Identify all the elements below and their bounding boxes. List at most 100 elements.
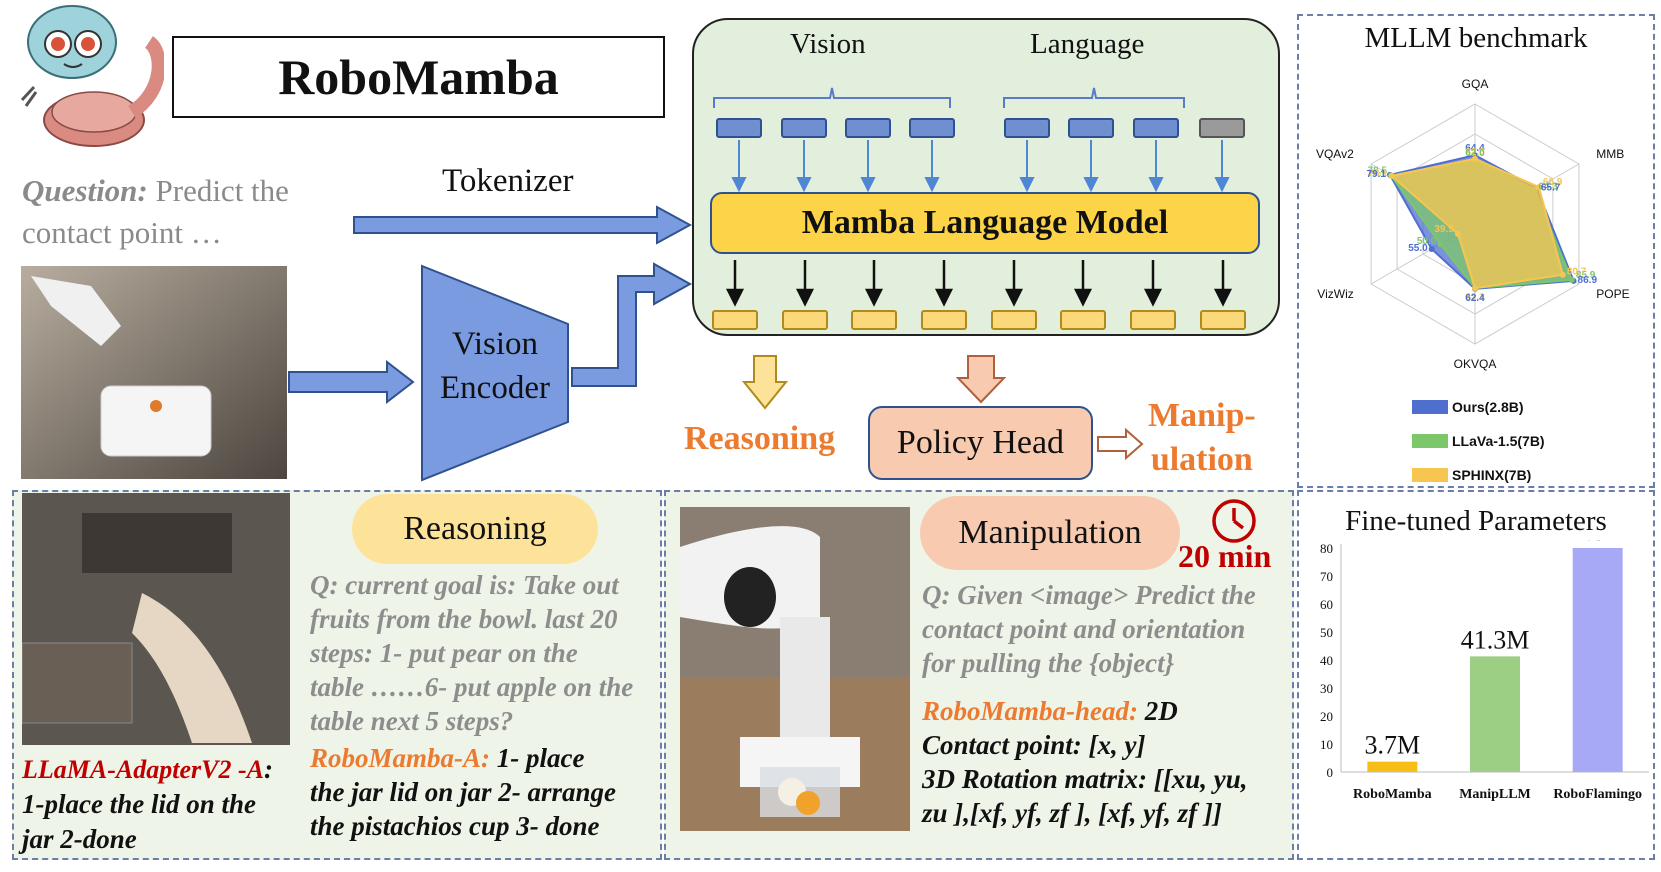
- output-token: [921, 310, 967, 330]
- bar: [1572, 548, 1623, 772]
- reasoning-q-line: fruits from the bowl. last 20: [310, 604, 618, 634]
- output-token: [1130, 310, 1176, 330]
- legend-item-ours: Ours(2.8B): [1412, 392, 1545, 422]
- radar-value-label: 64.3: [1538, 182, 1558, 193]
- radar-point: [1388, 172, 1395, 179]
- y-tick-label: 70: [1320, 569, 1333, 584]
- radar-value-label: 62.1: [1465, 292, 1485, 303]
- manip-line1: Manip-: [1148, 397, 1256, 434]
- output-token: [851, 310, 897, 330]
- manip-q-line: for pulling the {object}: [922, 648, 1175, 678]
- radar-value-label: 62.4: [1465, 293, 1485, 304]
- radar-value-label: 86.9: [1578, 275, 1598, 286]
- radar-axis-label: MMB: [1596, 147, 1624, 161]
- vision-encoder-label: Vision Encoder: [420, 322, 570, 410]
- radar-value-label: 79.1: [1366, 169, 1386, 180]
- radar-point: [1568, 276, 1575, 283]
- output-token: [712, 310, 758, 330]
- manipulation-arrow: [1097, 428, 1144, 460]
- bar-data-label: 41.3M: [1461, 625, 1530, 654]
- page-title: RoboMamba: [278, 49, 559, 105]
- manipulation-output-label: Manip- ulation: [1148, 394, 1256, 482]
- language-token: [1004, 118, 1050, 138]
- y-tick-label: 30: [1320, 681, 1333, 696]
- reasoning-output-label: Reasoning: [684, 420, 836, 457]
- radar-value-label: 55.0: [1408, 243, 1428, 254]
- question-text-1: Predict the: [147, 173, 289, 208]
- radar-axis-label: POPE: [1596, 287, 1629, 301]
- manipulation-pill-label: Manipulation: [958, 514, 1142, 551]
- radar-value-label: 85.9: [1576, 270, 1596, 281]
- output-token: [991, 310, 1037, 330]
- token-output-arrows: [725, 260, 1233, 307]
- vision-token: [909, 118, 955, 138]
- radar-axis-label: VizWiz: [1317, 287, 1353, 301]
- manip-a-line: zu ],[xf, yf, zf ], [xf, yf, zf ]]: [922, 798, 1222, 828]
- token-input-arrows: [731, 140, 1230, 193]
- head-output-dim: 2D: [1138, 696, 1178, 726]
- radar-value-label: 39.9: [1434, 224, 1454, 235]
- y-tick-label: 10: [1320, 737, 1333, 752]
- radar-value-label: 78.1: [1368, 168, 1388, 179]
- output-token: [1060, 310, 1106, 330]
- radar-chart-panel: [1297, 14, 1655, 488]
- legend-swatch: [1412, 468, 1448, 482]
- radar-point: [1535, 184, 1542, 191]
- legend-item-sphinx: SPHINX(7B): [1412, 460, 1545, 490]
- manipulation-pill: Manipulation: [920, 496, 1180, 570]
- radar-point: [1472, 285, 1478, 292]
- radar-axis-label: GQA: [1462, 77, 1489, 91]
- manip-q-line: Q: Given <image> Predict the: [922, 580, 1256, 610]
- vision-token: [716, 118, 762, 138]
- tokenizer-label: Tokenizer: [442, 163, 574, 199]
- policy-arrow: [956, 355, 1006, 404]
- input-image: [21, 266, 287, 479]
- reasoning-q-line: table next 5 steps?: [310, 706, 514, 736]
- bar: [1470, 656, 1520, 772]
- baseline-line-2: jar 2-done: [22, 824, 137, 854]
- encoder-to-llm-arrow: [571, 262, 693, 387]
- legend-item-llava: LLaVa-1.5(7B): [1412, 426, 1545, 456]
- reasoning-pill-label: Reasoning: [403, 510, 547, 547]
- reasoning-arrow: [742, 355, 788, 410]
- radar-legend: Ours(2.8B) LLaVa-1.5(7B) SPHINX(7B): [1412, 392, 1545, 490]
- reasoning-scene-image: [22, 493, 290, 745]
- y-tick-label: 40: [1320, 653, 1333, 668]
- radar-point: [1472, 155, 1478, 162]
- vision-token: [781, 118, 827, 138]
- x-tick-label: RoboMamba: [1353, 787, 1432, 802]
- output-token: [782, 310, 828, 330]
- reasoning-q-line: steps: 1- put pear on the: [310, 638, 578, 668]
- bar-data-label: 1.8B: [1573, 540, 1623, 546]
- radar-chart-title: MLLM benchmark: [1364, 22, 1588, 54]
- vision-encoder-line2: Encoder: [440, 370, 550, 406]
- legend-swatch: [1412, 400, 1448, 414]
- manip-a-line: Contact point: [x, y]: [922, 730, 1146, 760]
- answer-model-name: RoboMamba-A:: [310, 743, 491, 773]
- radar-value-label: 64.4: [1465, 143, 1485, 154]
- language-token: [1133, 118, 1179, 138]
- tokenizer-arrow: [353, 205, 692, 245]
- question-label: Question:: [22, 173, 148, 208]
- manip-line2: ulation: [1150, 441, 1253, 478]
- vision-token: [845, 118, 891, 138]
- output-token: [1200, 310, 1246, 330]
- legend-label: Ours(2.8B): [1452, 399, 1524, 415]
- token-braces: [713, 87, 1185, 108]
- bar-chart-title: Fine-tuned Parameters: [1345, 505, 1607, 537]
- policy-head-label: Policy Head: [896, 424, 1065, 461]
- radar-value-label: 80.7: [1567, 267, 1587, 278]
- legend-swatch: [1412, 434, 1448, 448]
- manip-a-line: 3D Rotation matrix: [[xu, yu,: [922, 764, 1248, 794]
- mamba-model-label: Mamba Language Model: [801, 204, 1169, 241]
- baseline-model-name: LLaMA-AdapterV2 -A: [22, 755, 264, 784]
- y-tick-label: 20: [1320, 709, 1333, 724]
- training-time: 20 min: [1178, 538, 1272, 574]
- x-tick-label: RoboFlamingo: [1553, 787, 1642, 802]
- robot-mascot: [14, 2, 166, 152]
- radar-value-label: 78.5: [1368, 166, 1388, 177]
- bar-chart: 010203040506070803.7MRoboMamba41.3MManip…: [1320, 540, 1649, 802]
- baseline-line-1: 1-place the lid on the: [22, 789, 256, 819]
- manipulation-answer: RoboMamba-head: 2D Contact point: [x, y]…: [922, 694, 1294, 830]
- y-tick-label: 0: [1327, 765, 1334, 780]
